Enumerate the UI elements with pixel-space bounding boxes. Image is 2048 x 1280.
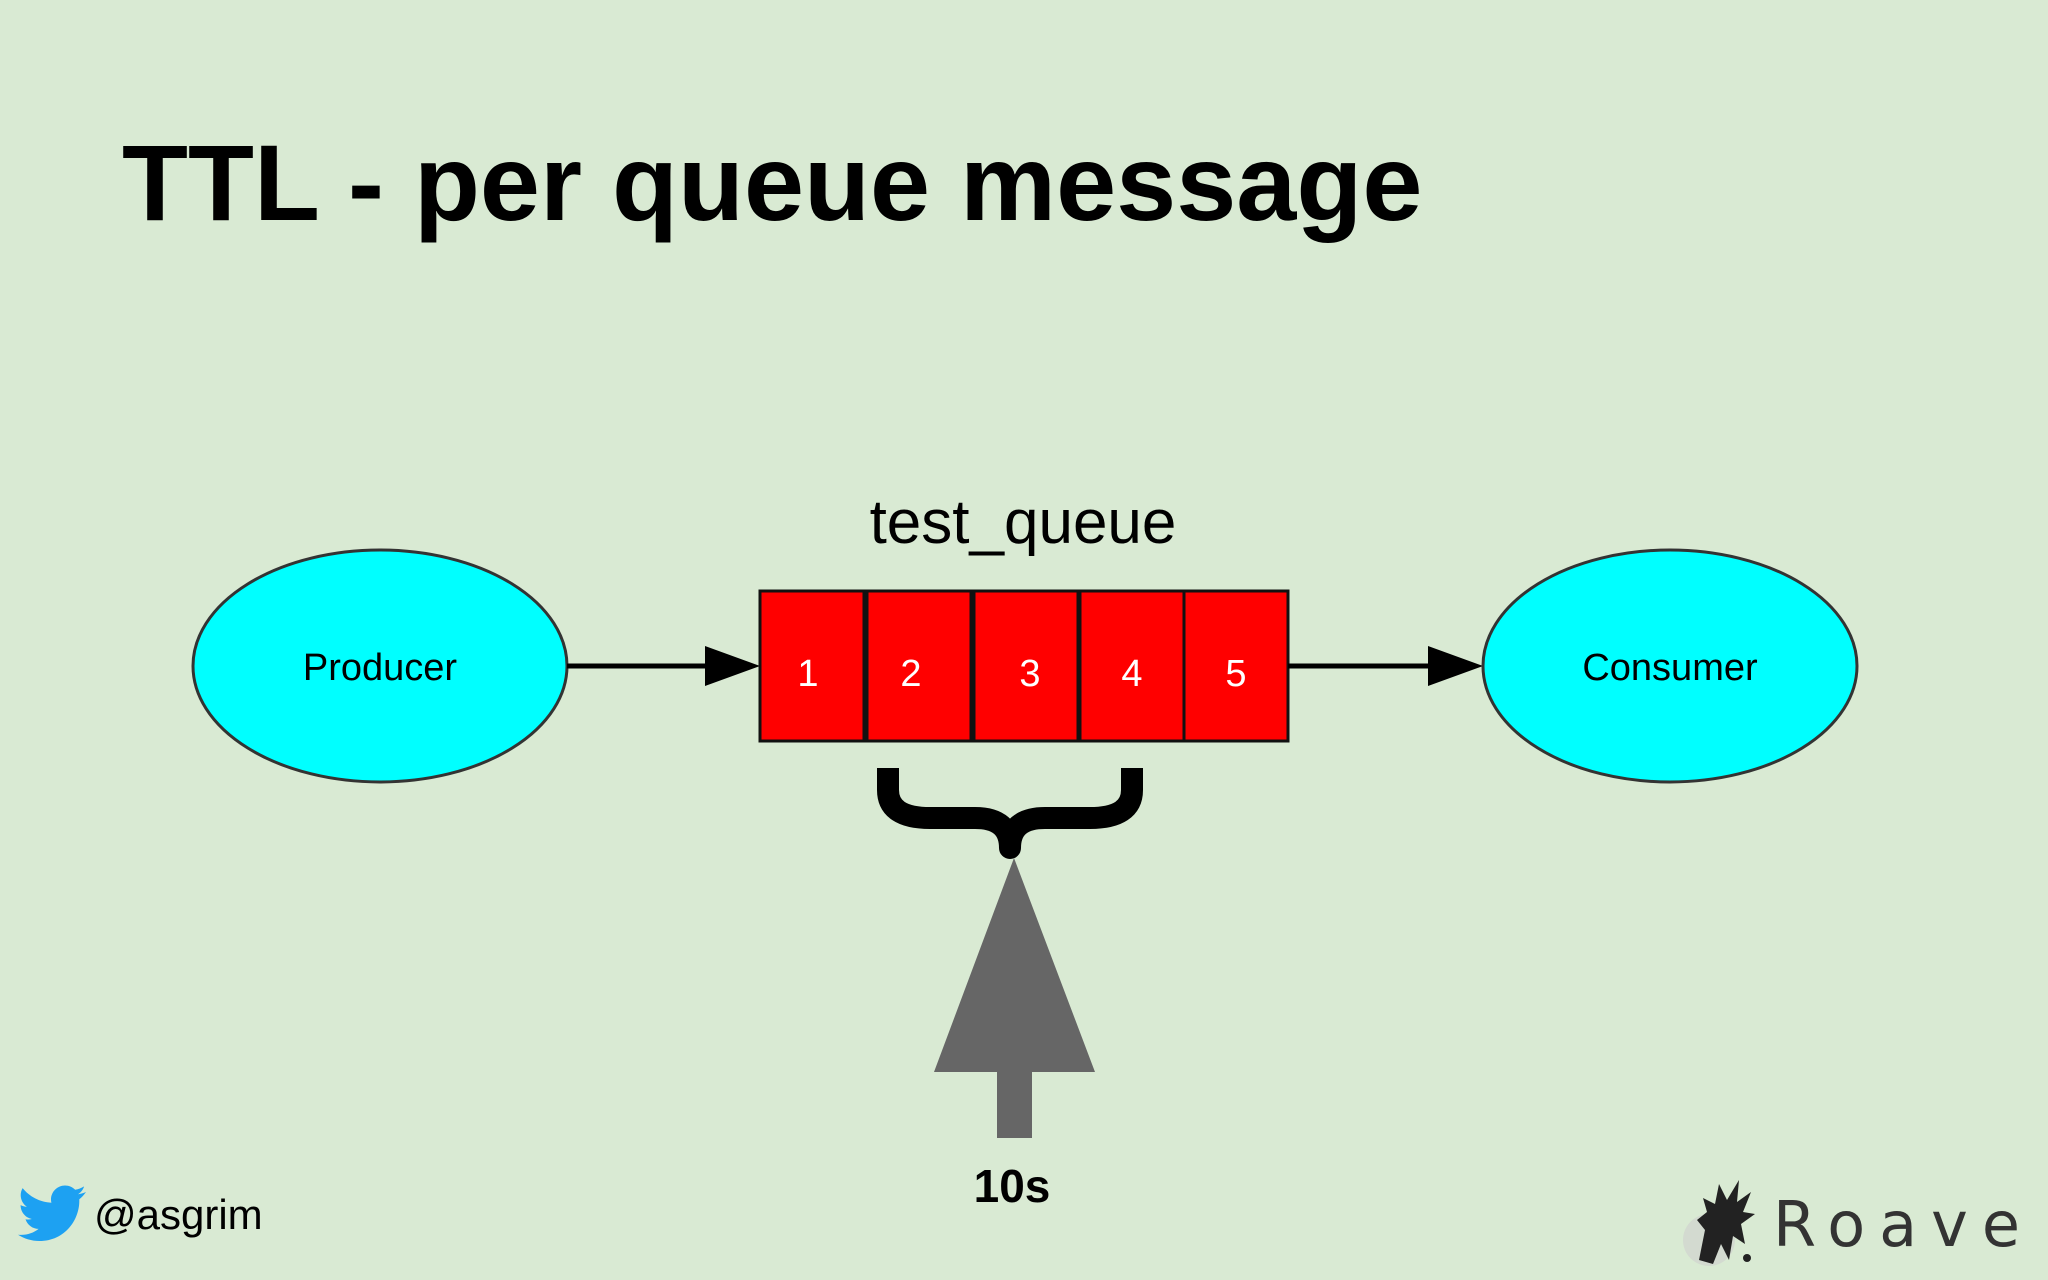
twitter-handle: @asgrim [18,1180,263,1250]
logo-text: Roave [1772,1187,2034,1261]
roave-logo: Roave [1679,1160,2034,1270]
producer-label: Producer [303,647,458,689]
curly-brace-icon [877,768,1143,859]
twitter-bird-icon [18,1185,86,1241]
message-label: 1 [797,653,818,695]
queue-name: test_queue [870,488,1177,557]
consumer-node [1481,548,1859,784]
message-label: 4 [1121,653,1142,695]
handle-text: @asgrim [94,1191,263,1238]
message-cell [1078,589,1186,743]
roave-logo-icon [1682,1180,1755,1266]
consumer-label: Consumer [1582,647,1758,689]
producer-to-queue-arrow [567,646,760,686]
message-cell [865,589,973,743]
message-label: 2 [900,653,921,695]
ttl-pointer-arrow [934,858,1095,1138]
message-label: 5 [1225,653,1246,695]
message-cell [972,589,1080,743]
message-label: 3 [1019,653,1040,695]
queue-to-consumer-arrow [1288,646,1483,686]
ttl-label: 10s [974,1160,1051,1212]
message-cell [1182,589,1290,743]
queue-box: 1 2 3 4 5 [758,589,1290,743]
message-cell [758,589,866,743]
slide-title: TTL - per queue message [122,122,1423,243]
